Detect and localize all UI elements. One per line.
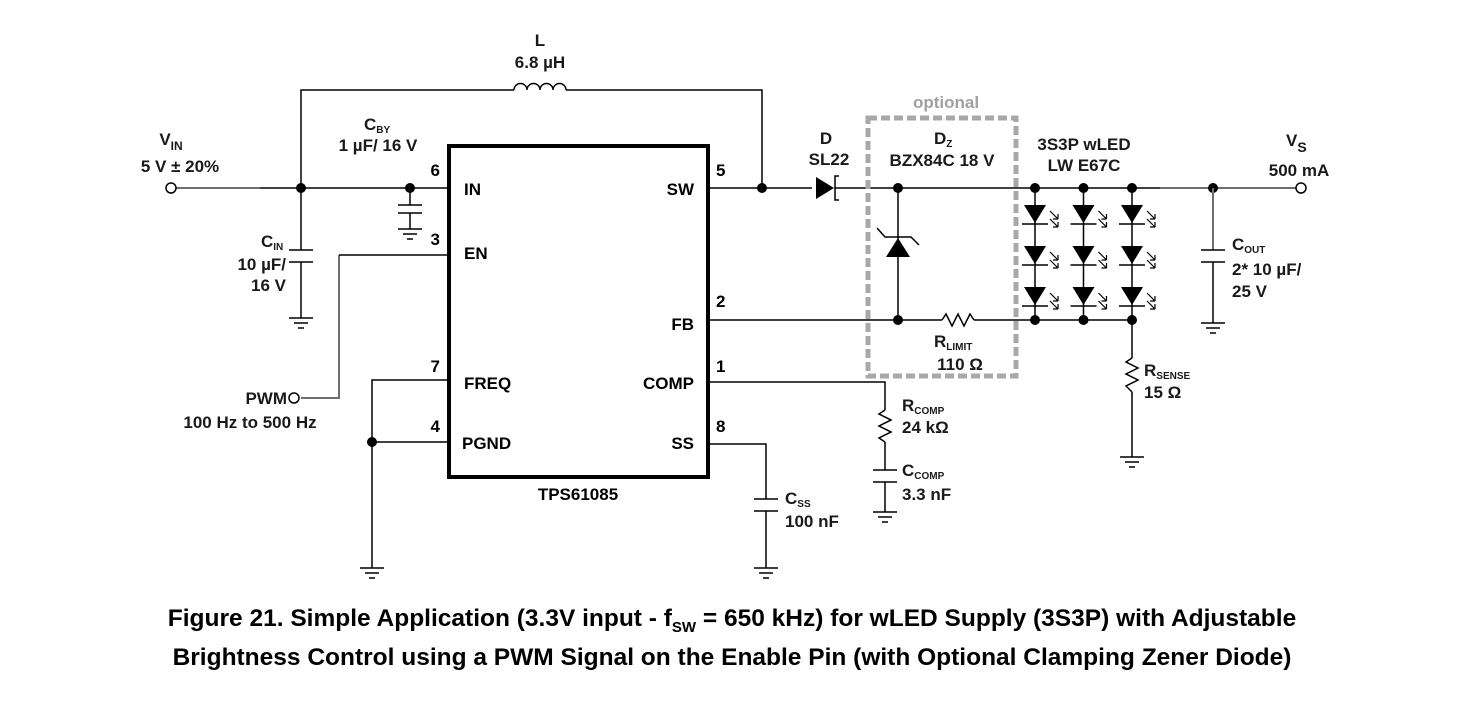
led-icon (1069, 245, 1108, 269)
rcomp-value: 24 kΩ (902, 418, 949, 437)
led-icon (1118, 245, 1156, 269)
cin-value2: 16 V (251, 276, 287, 295)
comp-network (708, 381, 898, 523)
pin-name-ss: SS (671, 434, 694, 453)
inductor-value: 6.8 µH (515, 53, 565, 72)
inductor-name: L (535, 31, 545, 50)
junction-dz-top (893, 183, 903, 193)
junction-sw (757, 183, 767, 193)
ic-part-number: TPS61085 (538, 485, 618, 504)
pin-num-ss: 8 (716, 417, 725, 436)
ccomp-label: CCOMP (902, 461, 945, 482)
optional-box (865, 115, 1019, 379)
resistor-rlimit (708, 312, 1132, 328)
zener-dz (876, 188, 920, 320)
vin-label: VIN (159, 130, 182, 153)
pin-name-sw: SW (667, 180, 695, 199)
junction-led (1030, 315, 1040, 325)
rsense-value: 15 Ω (1144, 383, 1181, 402)
led-array-part: LW E67C (1048, 156, 1121, 175)
junction-pgnd (367, 437, 377, 447)
led-icon (1021, 286, 1059, 310)
pin-name-freq: FREQ (464, 374, 511, 393)
led-icon (1118, 204, 1156, 228)
pin-num-en: 3 (431, 230, 440, 249)
inductor-l (300, 82, 763, 188)
led-icon (1118, 286, 1156, 310)
zener-label: DZ (934, 129, 952, 150)
cin-label: CIN (261, 232, 283, 253)
vin-terminal (165, 182, 177, 194)
cby-label: CBY (364, 115, 391, 136)
rcomp-label: RCOMP (902, 396, 945, 417)
resistor-rsense (1119, 320, 1145, 468)
ic-tps61085 (447, 144, 710, 479)
pin-num-freq: 7 (431, 357, 440, 376)
cby-value: 1 µF/ 16 V (339, 136, 418, 155)
caption-line-2: Brightness Control using a PWM Signal on… (172, 643, 1292, 671)
vs-terminal (1295, 182, 1307, 194)
pwm-terminal (288, 392, 300, 404)
caption-line-1: Figure 21. Simple Application (3.3V inpu… (167, 605, 1297, 636)
cout-value2: 25 V (1232, 282, 1268, 301)
diode-name: D (820, 129, 832, 148)
ccomp-value: 3.3 nF (902, 485, 951, 504)
optional-label: optional (913, 93, 979, 112)
vin-value: 5 V ± 20% (141, 157, 219, 176)
wire-freq-pgnd (359, 379, 448, 579)
rlimit-label: RLIMIT (934, 332, 972, 353)
pin-name-in: IN (464, 180, 481, 199)
capacitor-cby (397, 188, 423, 240)
css-value: 100 nF (785, 512, 839, 531)
led-array-name: 3S3P wLED (1037, 135, 1130, 154)
junction-led (1078, 315, 1089, 325)
vs-label: VS (1286, 131, 1307, 155)
vs-value: 500 mA (1269, 161, 1329, 180)
pin-num-pgnd: 4 (431, 417, 441, 436)
led-icon (1021, 245, 1059, 269)
pin-num-in: 6 (431, 161, 440, 180)
pwm-value: 100 Hz to 500 Hz (183, 413, 316, 432)
junction-led (1078, 183, 1089, 193)
led-array (1021, 183, 1156, 325)
capacitor-css (708, 443, 779, 579)
cout-value1: 2* 10 µF/ (1232, 260, 1302, 279)
pin-name-pgnd: PGND (462, 434, 511, 453)
schematic: VIN 5 V ± 20% L 6.8 µH CBY 1 µF/ 16 V CI… (141, 31, 1329, 579)
cin-value1: 10 µF/ (237, 255, 286, 274)
junction-led (1030, 183, 1040, 193)
pwm-label: PWM (245, 389, 287, 408)
diode-value: SL22 (809, 150, 850, 169)
led-icon (1021, 204, 1059, 228)
pin-name-fb: FB (671, 315, 694, 334)
figure-caption: Figure 21. Simple Application (3.3V inpu… (0, 604, 1464, 673)
css-label: CSS (785, 489, 811, 510)
pin-num-sw: 5 (716, 161, 725, 180)
capacitor-cin (288, 188, 314, 329)
wire-pwm-en (301, 254, 448, 399)
pin-num-fb: 2 (716, 292, 725, 311)
rsense-label: RSENSE (1144, 361, 1191, 382)
zener-value: BZX84C 18 V (890, 151, 996, 170)
pin-name-comp: COMP (643, 374, 694, 393)
cout-label: COUT (1232, 235, 1265, 256)
led-icon (1069, 204, 1108, 228)
capacitor-cout (1200, 188, 1226, 334)
junction-led (1127, 183, 1137, 193)
rlimit-value: 110 Ω (937, 355, 983, 374)
pin-num-comp: 1 (716, 357, 725, 376)
led-icon (1069, 286, 1108, 310)
diode-sl22 (816, 175, 1018, 201)
pin-name-en: EN (464, 244, 488, 263)
